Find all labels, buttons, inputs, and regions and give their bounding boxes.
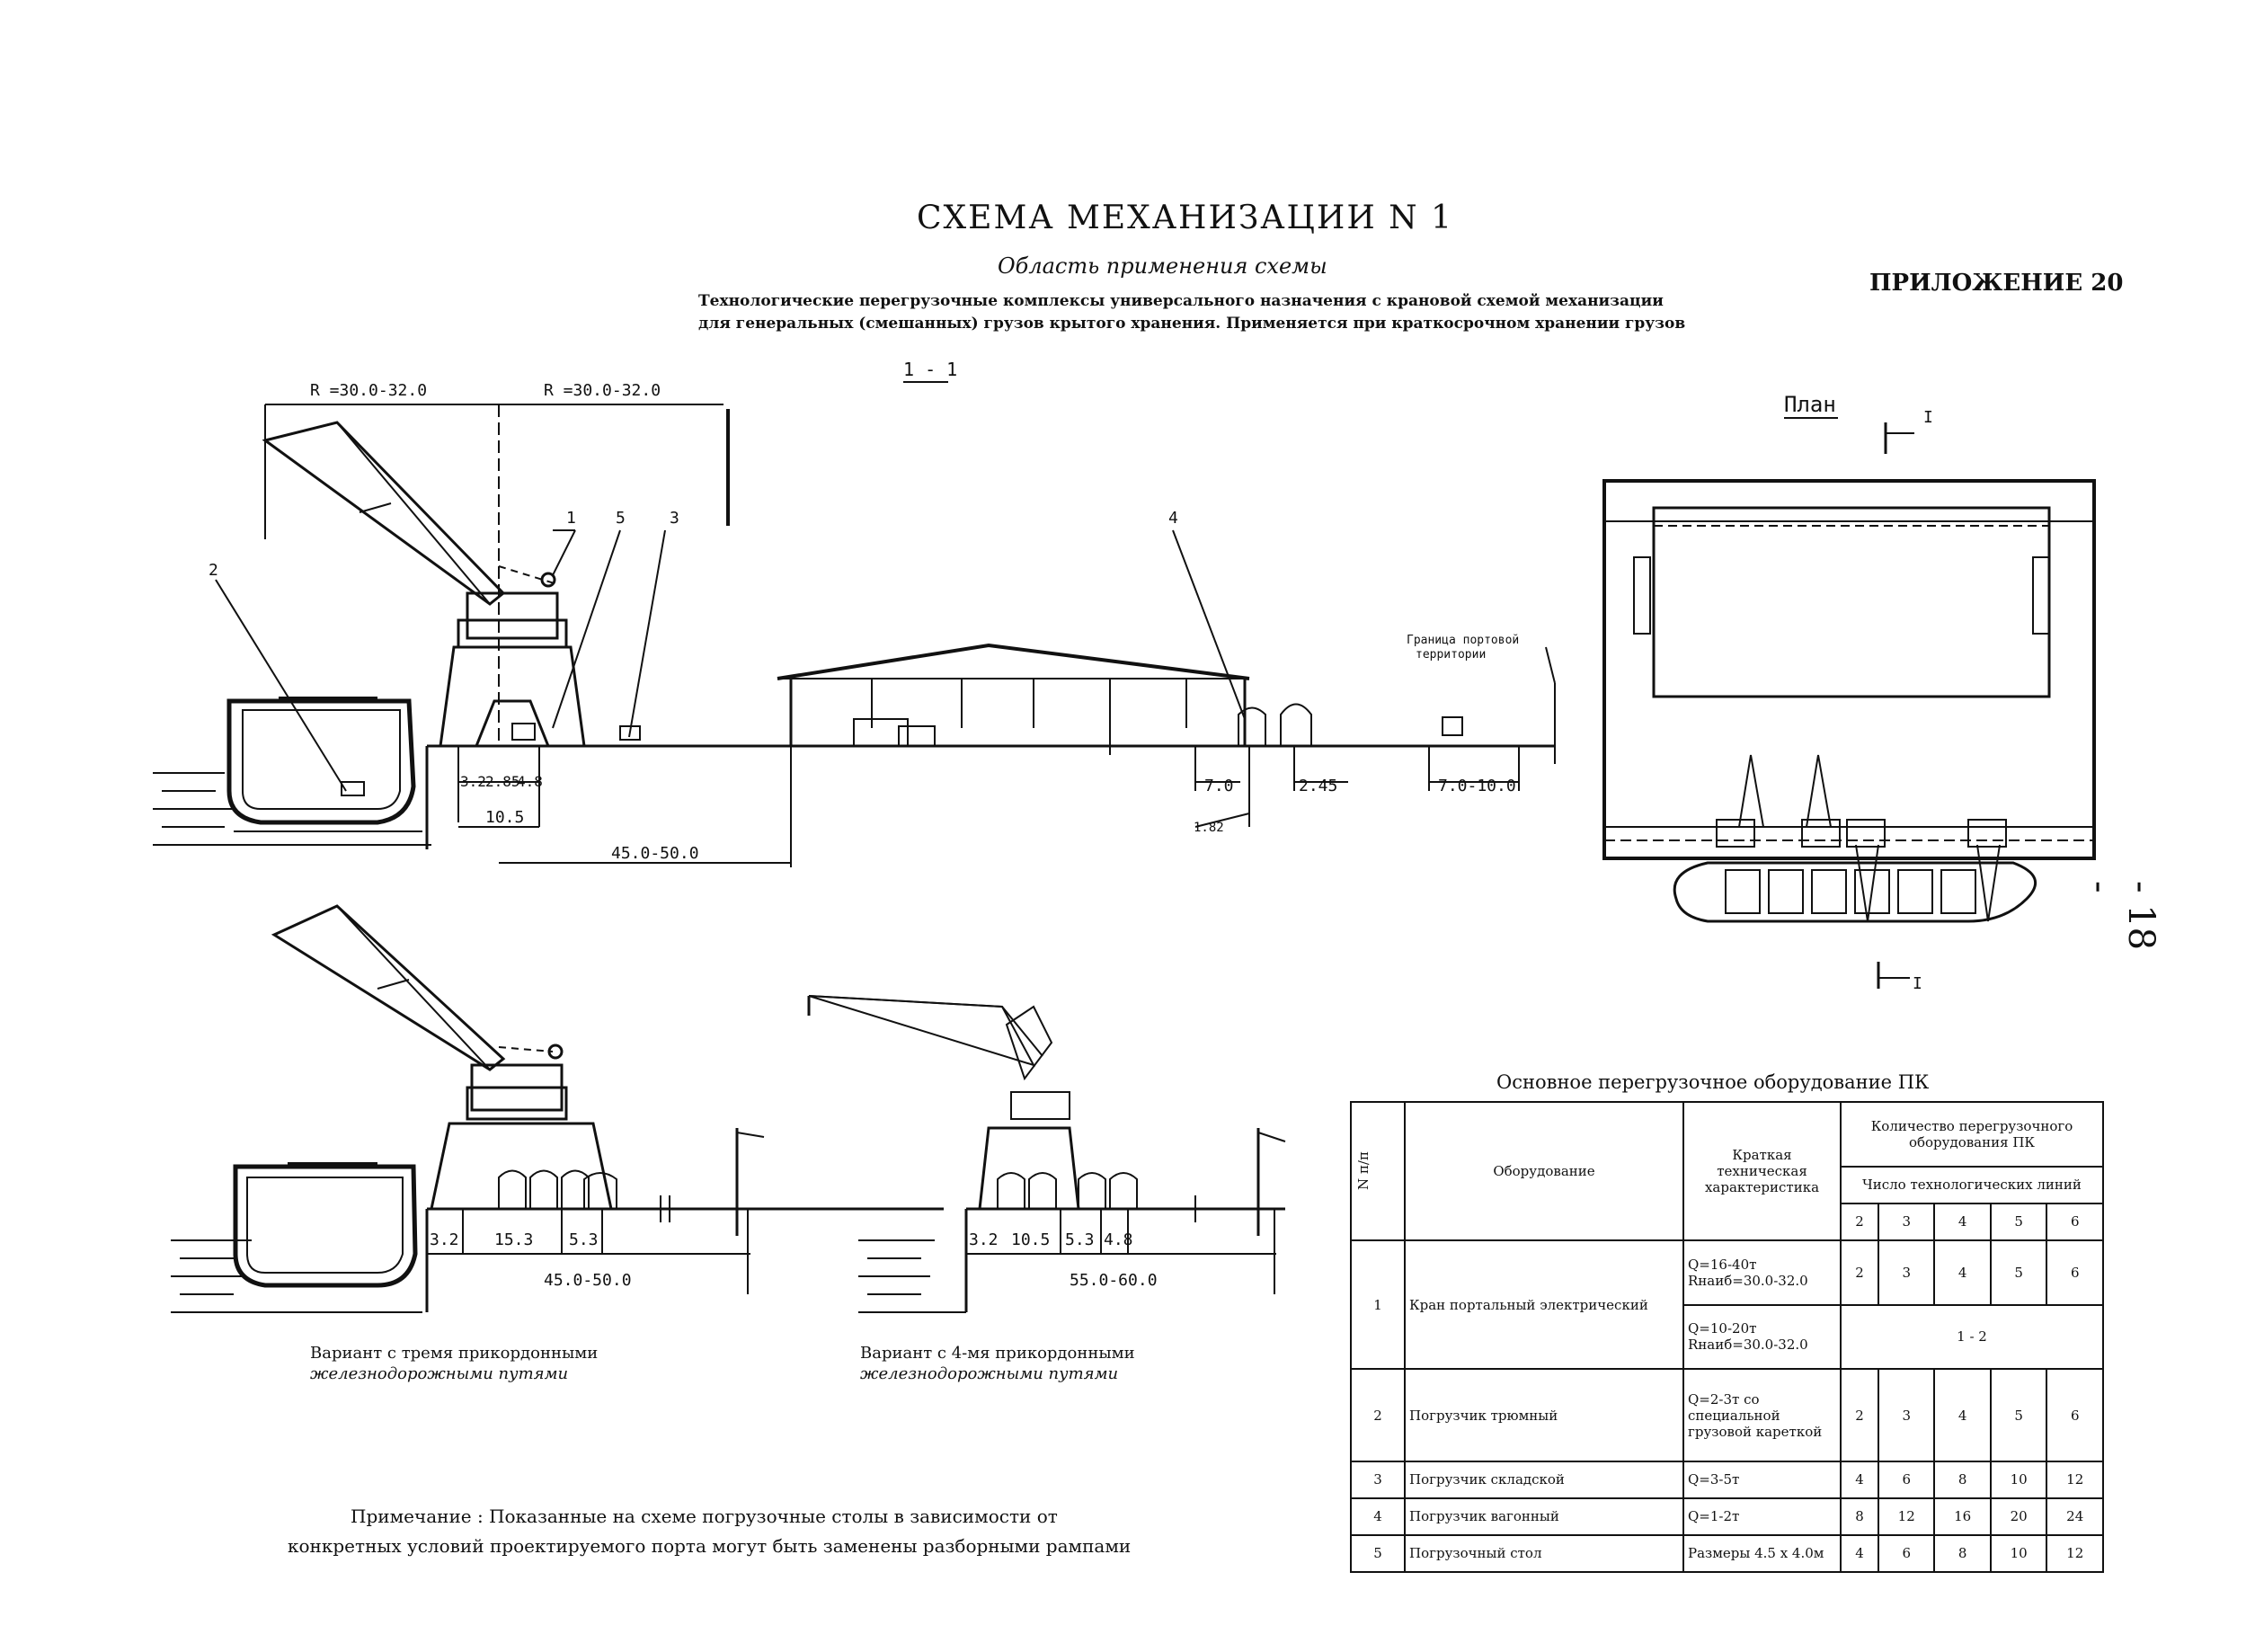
water-lines [153, 772, 431, 846]
header-spec: Краткая техническая характеристика [1682, 1101, 1842, 1241]
dim-2-45: 2.45 [1299, 777, 1337, 795]
header-num: N п/п [1350, 1101, 1406, 1241]
callout-2: 2 [209, 561, 218, 580]
radius-right-label: R =30.0-32.0 [544, 381, 661, 400]
note-line-1: Примечание : Показанные на схеме погрузо… [351, 1505, 1058, 1527]
plan-label: План [1784, 392, 1836, 417]
description-line-2: для генеральных (смешанных) грузов крыто… [698, 315, 1686, 333]
v2-dim-3-2: 3.2 [969, 1230, 999, 1249]
dim-45-50: 45.0-50.0 [611, 844, 699, 863]
variant1-drawing [171, 904, 944, 1313]
v2-dim-55-60: 55.0-60.0 [1070, 1271, 1158, 1290]
dim-3-2: 3.2 [460, 773, 486, 790]
ship-hull [226, 698, 416, 825]
section-label: 1 - 1 [903, 359, 957, 380]
table-title: Основное перегрузочное оборудование ПК [1496, 1071, 1930, 1093]
table-row: 1 Кран портальный электрический Q=16-40т… [1350, 1239, 2104, 1371]
dim-7-10: 7.0-10.0 [1438, 777, 1516, 795]
subtitle: Область применения схемы [998, 253, 1327, 279]
table-row: 4 Погрузчик вагонный Q=1-2т 8 12 16 20 2… [1350, 1497, 2104, 1536]
plan-view [1602, 417, 2096, 989]
v1-dim-45-50: 45.0-50.0 [544, 1271, 632, 1290]
dim-2-85: 2.85 [485, 773, 520, 790]
v1-dim-15-3: 15.3 [494, 1230, 533, 1249]
header-lines-3: 3 [1877, 1202, 1936, 1241]
callout-3: 3 [670, 509, 679, 528]
header-lines-2: 2 [1840, 1202, 1879, 1241]
variant1-caption-2: железнодорожными путями [310, 1364, 569, 1383]
dim-4-8: 4.8 [517, 773, 543, 790]
header-qty: Количество перегрузочного оборудования П… [1840, 1101, 2104, 1168]
v2-dim-4-8: 4.8 [1104, 1230, 1133, 1249]
cut-mark-bottom: I [1913, 974, 1922, 993]
variant2-caption-1: Вариант с 4-мя прикордонными [860, 1344, 1135, 1363]
dim-1-82: 1.82 [1194, 821, 1224, 835]
variant1-caption-1: Вариант с тремя прикордонными [310, 1344, 599, 1363]
v2-dim-10-5: 10.5 [1011, 1230, 1050, 1249]
callout-5: 5 [616, 509, 626, 528]
callout-1: 1 [566, 509, 576, 528]
v2-dim-5-3: 5.3 [1065, 1230, 1095, 1249]
border-label-2: территории [1416, 648, 1486, 662]
portal-crane [262, 421, 586, 748]
v1-dim-5-3: 5.3 [569, 1230, 599, 1249]
appendix-label: ПРИЛОЖЕНИЕ 20 [1869, 270, 2124, 297]
warehouse [777, 643, 1250, 680]
note-line-2: конкретных условий проектируемого порта … [288, 1535, 1132, 1557]
header-lines-4: 4 [1933, 1202, 1992, 1241]
cut-mark-top: I [1923, 408, 1933, 427]
header-lines-6: 6 [2046, 1202, 2104, 1241]
table-row: 2 Погрузчик трюмный Q=2-3т со специально… [1350, 1368, 2104, 1462]
page-title: СХЕМА МЕХАНИЗАЦИИ N 1 [917, 200, 1454, 236]
header-equipment: Оборудование [1404, 1101, 1684, 1241]
dim-7-0: 7.0 [1204, 777, 1234, 795]
variant2-drawing [807, 995, 1286, 1313]
header-lines-5: 5 [1989, 1202, 2048, 1241]
dim-10-5: 10.5 [485, 808, 524, 827]
v1-dim-3-2: 3.2 [430, 1230, 459, 1249]
callout-4: 4 [1168, 509, 1178, 528]
radius-left-label: R =30.0-32.0 [310, 381, 427, 400]
variant2-caption-2: железнодорожными путями [860, 1364, 1119, 1383]
border-label-1: Граница портовой [1407, 634, 1519, 647]
description-line-1: Технологические перегрузочные комплексы … [698, 292, 1664, 310]
header-lines: Число технологических линий [1840, 1165, 2104, 1204]
equipment-table: N п/п Оборудование Краткая техническая х… [1350, 1101, 2104, 1574]
table-row: 5 Погрузочный стол Размеры 4.5 x 4.0м 4 … [1350, 1533, 2104, 1574]
table-row: 3 Погрузчик складской Q=3-5т 4 6 8 10 12 [1350, 1460, 2104, 1499]
